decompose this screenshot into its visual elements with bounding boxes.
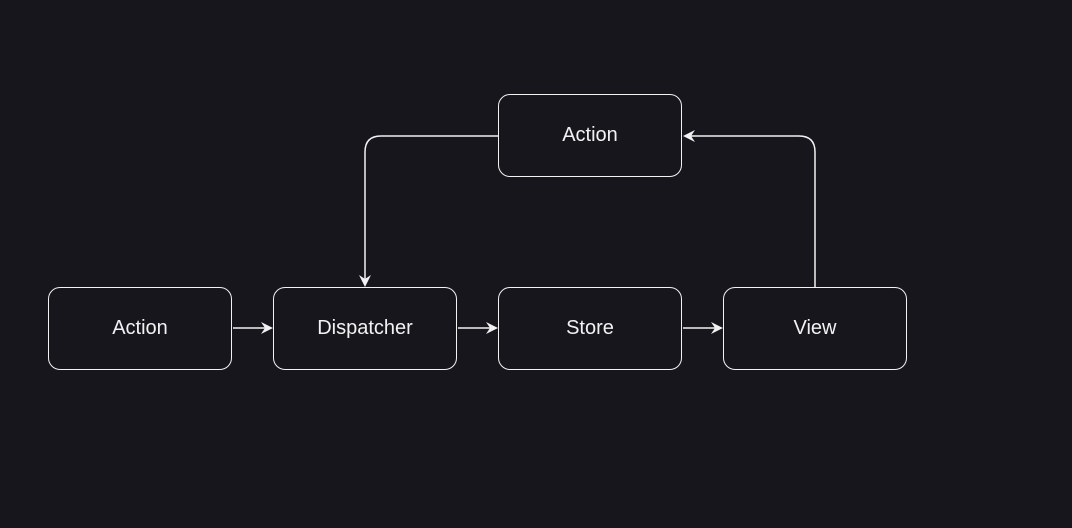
store-node-label: Store xyxy=(566,317,614,339)
store-node: Store xyxy=(498,287,682,370)
dispatcher-node-label: Dispatcher xyxy=(317,317,413,339)
edge-action-top-to-dispatcher xyxy=(359,135,498,287)
action-node-left: Action xyxy=(48,287,232,370)
action-node-top-label: Action xyxy=(562,124,618,146)
edge-view-to-action-top xyxy=(683,130,816,287)
action-node-left-label: Action xyxy=(112,317,168,339)
view-node: View xyxy=(723,287,907,370)
action-node-top: Action xyxy=(498,94,682,177)
dispatcher-node: Dispatcher xyxy=(273,287,457,370)
view-node-label: View xyxy=(793,317,837,339)
